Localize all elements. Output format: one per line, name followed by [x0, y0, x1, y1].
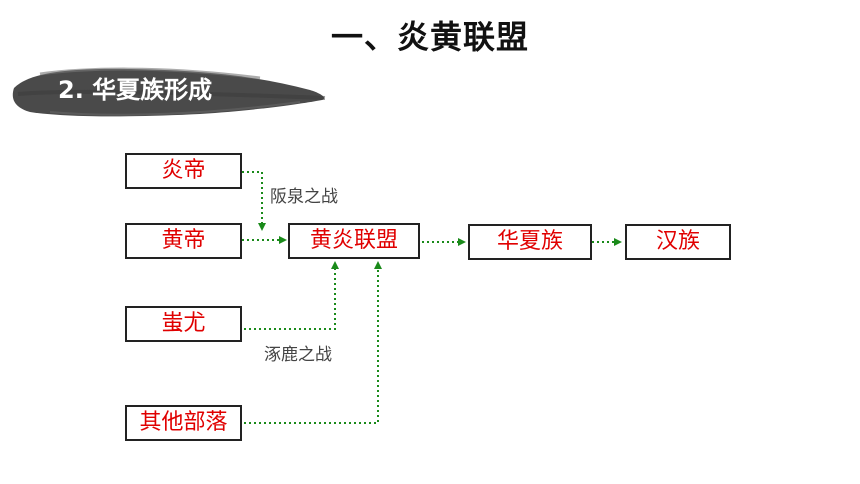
node-huangdi: 黄帝: [125, 223, 242, 259]
page-title: 一、炎黄联盟: [330, 18, 529, 56]
brush-stroke-banner: [12, 67, 326, 117]
edge-label-banquan: 阪泉之战: [270, 187, 338, 207]
arrow-chiyou-to-alliance: [244, 261, 339, 330]
edge-label-zhuolu: 涿鹿之战: [264, 345, 332, 365]
node-huaxia: 华夏族: [468, 224, 592, 260]
arrow-yandi-to-alliance: [242, 171, 266, 231]
arrow-others-to-alliance: [244, 261, 382, 424]
node-other-tribes: 其他部落: [125, 405, 242, 441]
node-han: 汉族: [625, 224, 731, 260]
node-chiyou: 蚩尤: [125, 306, 242, 342]
section-subtitle: 2. 华夏族形成: [58, 76, 213, 104]
node-yandi: 炎帝: [125, 153, 242, 189]
node-yanhuang-alliance: 黄炎联盟: [288, 223, 420, 259]
